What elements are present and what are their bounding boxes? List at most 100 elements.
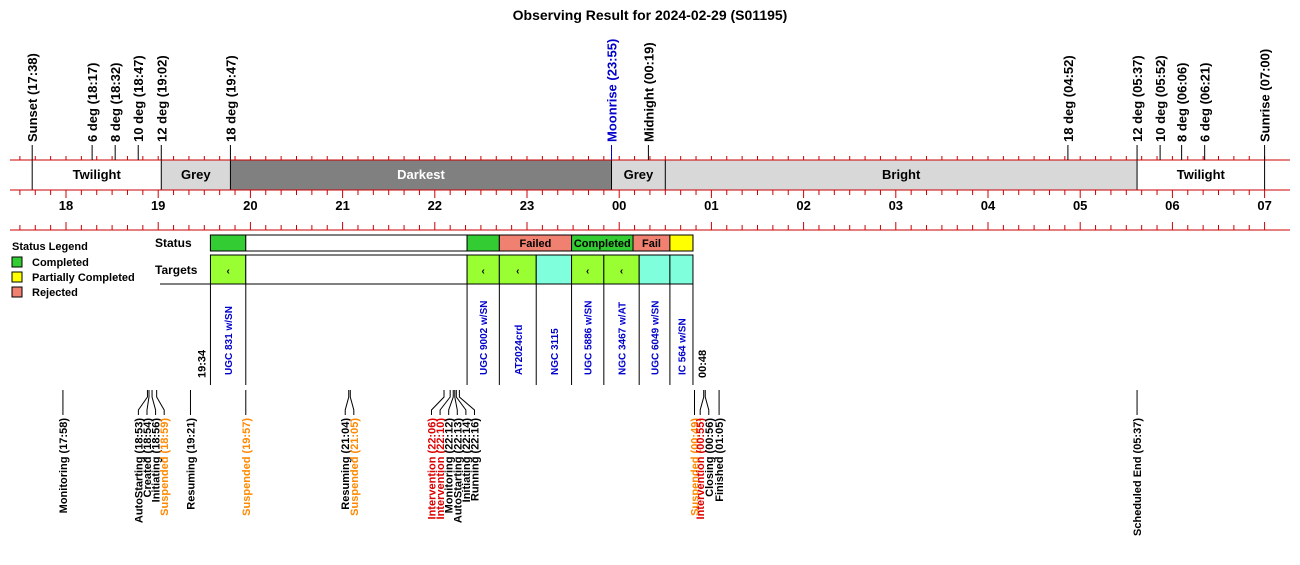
bottom-events: Monitoring (17:58)AutoStarting (18:53)Cr… [58,390,1144,536]
legend-item-label: Completed [32,257,89,269]
bottom-event-label: Finished (01:05) [714,418,726,502]
bottom-event-label: Closing (00:56) [704,418,716,497]
sky-band-label: Grey [624,167,654,182]
target-marker-icon: ‹ [516,266,519,277]
top-events: Sunset (17:38)6 deg (18:17)8 deg (18:32)… [25,39,1273,160]
sky-band [1137,160,1265,190]
legend-swatch [11,286,23,298]
target-name: NGC 3115 [550,328,561,375]
sky-band [230,160,612,190]
bottom-event-leader [156,390,165,415]
legend-item-label: Partially Completed [32,272,135,284]
top-event-label: 6 deg (06:21) [1198,63,1213,142]
hour-tick-label: 18 [59,198,73,213]
bottom-event-leader [704,390,710,415]
hour-tick-label: 06 [1165,198,1179,213]
top-event-label: 12 deg (05:37) [1130,55,1145,142]
target-name: IC 564 w/SN [677,318,688,375]
hour-tick-label: 01 [704,198,718,213]
target-block [669,254,694,285]
top-event-label: Midnight (00:19) [641,42,656,142]
target-name: NGC 3467 w/AT [618,302,629,375]
legend-item-label: Rejected [32,287,78,299]
bottom-event-leader [458,390,475,415]
status-segment-label: Failed [520,238,552,250]
status-segment [245,234,468,252]
top-event-label: 18 deg (04:52) [1061,55,1076,142]
bottom-event-leader [344,390,350,415]
bottom-event-leader [430,390,445,415]
target-name: UGC 831 w/SN [224,306,235,375]
status-segment-label: Completed [574,238,631,250]
bottom-event-leader [137,390,148,415]
bottom-event-label: Scheduled End (05:37) [1132,418,1144,536]
top-event-label: Sunset (17:38) [25,53,40,142]
target-name: UGC 5886 w/SN [584,301,595,375]
sky-band [611,160,666,190]
top-event-label: 10 deg (18:47) [131,55,146,142]
target-block [245,254,468,285]
hour-tick-label: 20 [243,198,257,213]
bottom-event-label: AutoStarting (18:53) [133,418,145,523]
target-block [603,254,640,285]
status-segment [669,234,694,252]
top-event-label: Moonrise (23:55) [605,39,620,142]
hour-tick-label: 23 [520,198,534,213]
bottom-event-label: Resuming (19:21) [185,418,197,510]
top-event-label: 8 deg (06:06) [1175,63,1190,142]
bottom-event-leader [349,390,355,415]
legend-swatch [11,256,23,268]
sky-band-label: Bright [882,167,921,182]
hour-tick-label: 22 [428,198,442,213]
status-segment [209,234,247,252]
status-row: Status Failed Completed Fail [155,234,694,252]
block-end-label: 00:48 [697,350,709,378]
status-row-label: Status [155,236,192,250]
target-name: UGC 6049 w/SN [651,301,662,375]
target-marker-icon: ‹ [226,266,229,277]
block-start-label: 19:34 [196,349,208,378]
bottom-event-label: Intervention (00:55) [695,418,707,520]
hour-tick-label: 04 [981,198,996,213]
target-name: UGC 9002 w/SN [479,301,490,375]
legend-swatch [11,271,23,283]
hour-tick-label: 07 [1257,198,1271,213]
bottom-event-label: Initiating (18:56) [151,418,163,503]
bottom-event-leader [146,390,150,415]
bottom-event-leader [448,390,454,415]
legend-title: Status Legend [12,241,88,253]
bottom-event-label: Initiating (22:14) [461,418,473,503]
top-event-label: 8 deg (18:32) [108,63,123,142]
sky-band-label: Twilight [73,167,122,182]
sky-band [32,160,162,190]
sky-band-label: Grey [181,167,211,182]
bottom-event-leader [151,390,157,415]
bottom-event-label: Suspended (18:59) [159,418,171,516]
target-block [535,254,573,285]
sky-band [161,160,231,190]
target-block [466,254,500,285]
target-block [571,254,605,285]
target-block [498,254,537,285]
status-segment-label: Fail [642,238,661,250]
bottom-event-leader [699,390,705,415]
top-event-label: 18 deg (19:47) [223,55,238,142]
bottom-event-label: Running (22:16) [469,418,481,501]
targets-row-label: Targets [155,263,198,277]
target-marker-icon: ‹ [620,266,623,277]
hour-tick-label: 00 [612,198,626,213]
top-event-label: 12 deg (19:02) [154,55,169,142]
hour-tick-label: 21 [335,198,349,213]
bottom-event-label: Intervention (22:06) [426,418,438,520]
sky-band-label: Darkest [397,167,445,182]
top-event-label: Sunrise (07:00) [1258,49,1273,142]
targets-row: Targets ‹ UGC 831 w/SN ‹ UGC 9002 w/SN ‹ AT202… [155,254,709,385]
target-block [638,254,671,285]
target-name: AT2024crd [514,325,525,375]
bottom-event-leader [455,390,467,415]
bottom-event-label: Resuming (21:04) [340,418,352,510]
chart-title: Observing Result for 2024-02-29 (S01195) [513,7,788,23]
